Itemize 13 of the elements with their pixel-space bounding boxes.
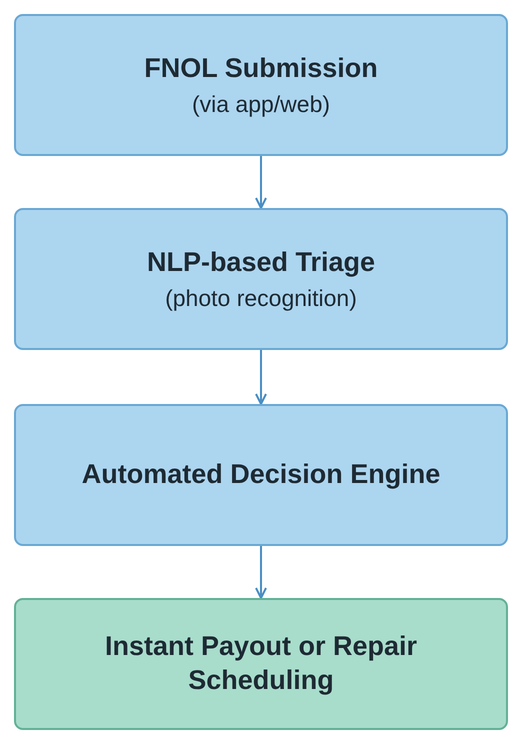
arrow: [255, 350, 267, 405]
arrow: [255, 546, 267, 599]
box-subtitle: (photo recognition): [165, 284, 357, 312]
box-subtitle: (via app/web): [192, 90, 330, 118]
box-title: Instant Payout or Repair Scheduling: [104, 630, 418, 697]
arrow: [255, 156, 267, 209]
process-box: [14, 14, 508, 156]
process-box: [14, 404, 508, 546]
process-box: [14, 598, 508, 730]
process-box: [14, 208, 508, 350]
box-title: FNOL Submission: [144, 52, 378, 85]
box-title: NLP-based Triage: [146, 246, 376, 279]
box-title: Automated Decision Engine: [82, 458, 440, 492]
